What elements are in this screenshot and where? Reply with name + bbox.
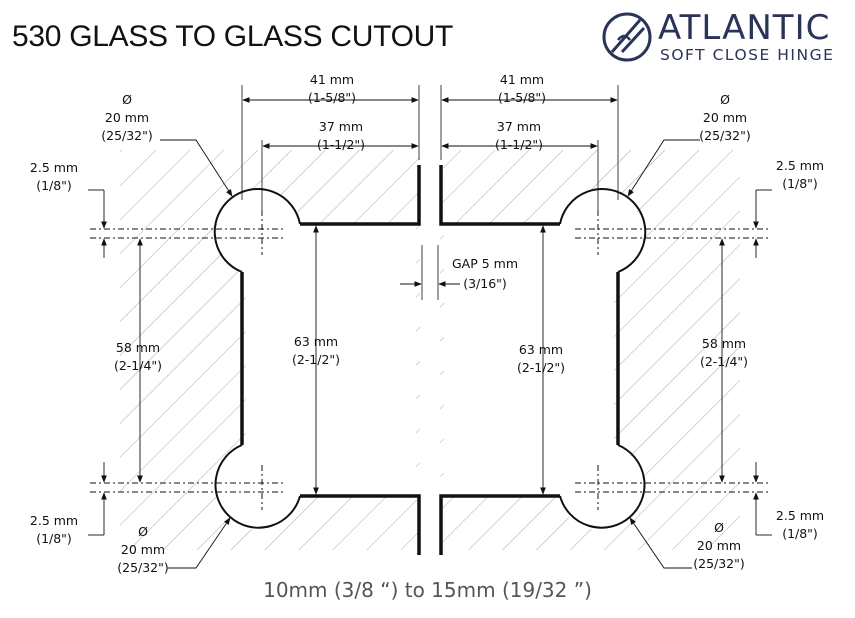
right-cutout-outline: [439, 165, 647, 555]
left-width-41-in: (1-5/8"): [308, 90, 356, 105]
right-height-58-in: (2-1/4"): [700, 354, 748, 369]
left-offset-bottom-in: (1/8"): [36, 531, 72, 546]
left-height-63-mm: 63 mm: [294, 334, 338, 349]
left-hole-top-mm: 20 mm: [105, 110, 149, 125]
right-height-63-mm: 63 mm: [519, 342, 563, 357]
left-offset-top-in: (1/8"): [36, 178, 72, 193]
brand-logo: ATLANTIC SOFT CLOSE HINGE: [600, 8, 852, 68]
left-height-58-in: (2-1/4"): [114, 358, 162, 373]
circle-slash-logo-icon: [602, 12, 652, 62]
extension-lines: [241, 85, 619, 300]
left-width-41-mm: 41 mm: [310, 72, 354, 87]
right-height-63-in: (2-1/2"): [517, 360, 565, 375]
right-hole-top-symbol: Ø: [720, 92, 730, 107]
right-offset-bottom-mm: 2.5 mm: [776, 508, 824, 523]
dimension-lines: [88, 97, 772, 569]
left-hole-bottom-symbol: Ø: [138, 524, 148, 539]
left-height-58-mm: 58 mm: [116, 340, 160, 355]
right-offset-top-in: (1/8"): [782, 176, 818, 191]
left-hole-bottom-mm: 20 mm: [121, 542, 165, 557]
thickness-range-caption: 10mm (3/8 “) to 15mm (19/32 ”): [263, 578, 592, 602]
left-cutout-outline: [213, 165, 421, 555]
left-hole-bottom-in: (25/32"): [117, 560, 169, 575]
right-width-41-mm: 41 mm: [500, 72, 544, 87]
left-width-37-mm: 37 mm: [319, 119, 363, 134]
dimension-labels: 41 mm (1-5/8") 37 mm (1-1/2") 41 mm (1-5…: [30, 72, 824, 575]
right-width-41-in: (1-5/8"): [498, 90, 546, 105]
right-hole-bottom-in: (25/32"): [693, 556, 745, 571]
right-hole-top-mm: 20 mm: [703, 110, 747, 125]
right-offset-top-mm: 2.5 mm: [776, 158, 824, 173]
brand-tagline: SOFT CLOSE HINGE: [660, 46, 835, 64]
right-hole-top-in: (25/32"): [699, 128, 751, 143]
right-width-37-in: (1-1/2"): [495, 137, 543, 152]
page-title: 530 GLASS TO GLASS CUTOUT: [12, 20, 454, 53]
right-hole-bottom-symbol: Ø: [714, 520, 724, 535]
gap-in: (3/16"): [463, 276, 507, 291]
left-hole-top-symbol: Ø: [122, 92, 132, 107]
left-offset-top-mm: 2.5 mm: [30, 160, 78, 175]
left-hole-top-in: (25/32"): [101, 128, 153, 143]
right-height-58-mm: 58 mm: [702, 336, 746, 351]
gap-mm: GAP 5 mm: [452, 256, 518, 271]
brand-name: ATLANTIC: [658, 8, 831, 48]
left-offset-bottom-mm: 2.5 mm: [30, 513, 78, 528]
left-height-63-in: (2-1/2"): [292, 352, 340, 367]
left-width-37-in: (1-1/2"): [317, 137, 365, 152]
right-offset-bottom-in: (1/8"): [782, 526, 818, 541]
right-width-37-mm: 37 mm: [497, 119, 541, 134]
right-hole-bottom-mm: 20 mm: [697, 538, 741, 553]
hole-centre-marks: [90, 210, 770, 510]
